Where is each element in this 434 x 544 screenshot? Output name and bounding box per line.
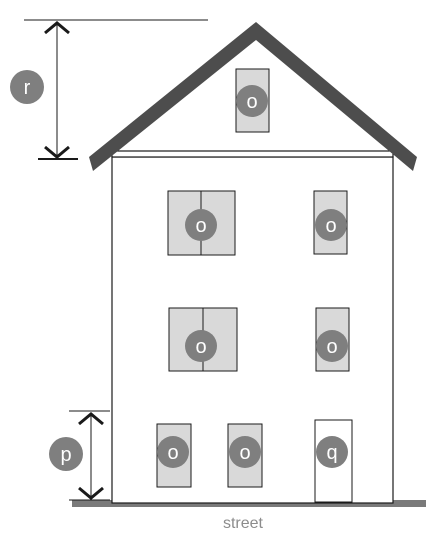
door-marker: q: [316, 436, 348, 468]
floor-height-marker: p: [49, 437, 83, 471]
svg-text:r: r: [24, 77, 31, 99]
eave-band: [111, 150, 394, 158]
svg-text:o: o: [326, 336, 337, 358]
floor-height-arrow-down: [78, 486, 104, 500]
window-marker: o: [316, 330, 348, 362]
window-marker: o: [185, 209, 217, 241]
svg-text:o: o: [325, 215, 336, 237]
svg-text:o: o: [167, 442, 178, 464]
street-label: street: [223, 515, 264, 532]
floor-height-arrow-up: [78, 412, 104, 426]
roof-height-arrow-down: [44, 145, 70, 159]
svg-text:q: q: [326, 442, 337, 464]
svg-text:o: o: [195, 215, 206, 237]
window-marker: o: [185, 330, 217, 362]
svg-text:o: o: [195, 336, 206, 358]
svg-text:o: o: [246, 91, 257, 113]
window-marker-attic: o: [236, 85, 268, 117]
window-marker: o: [229, 436, 261, 468]
window-marker: o: [315, 209, 347, 241]
roof-height-marker: r: [10, 70, 44, 104]
svg-text:p: p: [60, 444, 71, 466]
window-marker: o: [157, 436, 189, 468]
svg-text:o: o: [239, 442, 250, 464]
roof-height-arrow-up: [44, 21, 70, 35]
